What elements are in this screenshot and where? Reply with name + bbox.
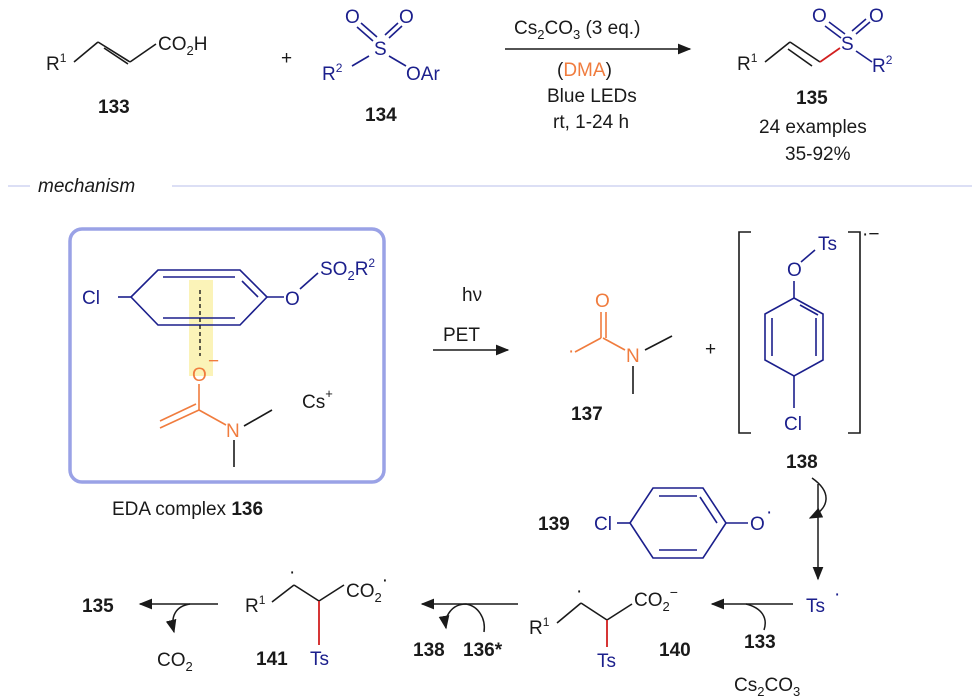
cesium-cation: Cs+ <box>302 386 333 413</box>
compound-label-133: 133 <box>98 97 130 118</box>
r2-label: R2 <box>322 61 343 85</box>
product-label-138: 138 <box>413 640 445 661</box>
plus-sign: + <box>705 339 716 360</box>
reagent-curve <box>745 603 766 631</box>
eda-complex-136: Cl O SO2R2 O − N Cs+ <box>68 227 386 484</box>
product-label-135: 135 <box>82 596 114 617</box>
oxygen-atom: O <box>812 6 827 27</box>
compound-137: · O N 137 <box>568 291 673 425</box>
pet-label: PET <box>443 325 480 346</box>
oxygen-atom: O <box>345 7 360 28</box>
compound-label-138: 138 <box>786 452 818 473</box>
radical-dot: · <box>766 502 772 523</box>
pet-step: hν PET <box>433 285 510 356</box>
right-bracket <box>848 231 861 434</box>
curved-arrow-phenoxyl <box>808 477 827 519</box>
reagent-label-136-excited: 136* <box>463 640 503 661</box>
charge-transfer-highlight <box>189 280 213 376</box>
chlorine-atom: Cl <box>594 514 612 535</box>
negative-charge: − <box>208 351 219 372</box>
compound-133: R1 CO2H 133 <box>46 34 207 118</box>
compound-141: R1 · CO2· Ts 141 <box>245 562 388 670</box>
addition-step: 133 Cs2CO3 <box>710 598 800 699</box>
compound-label-139: 139 <box>538 514 570 535</box>
section-label-mechanism: mechanism <box>38 176 135 197</box>
scope-examples: 24 examples <box>759 117 867 138</box>
base-reagent: Cs2CO3 (3 eq.) <box>514 18 640 42</box>
r1-label: R1 <box>737 51 758 75</box>
r2-label: R2 <box>872 53 893 77</box>
tosyl-label: Ts <box>597 651 616 672</box>
oxygen-atom: O <box>869 6 884 27</box>
sulfur-atom: S <box>374 39 387 60</box>
eda-complex-label: EDA complex 136 <box>112 499 263 520</box>
compound-label-137: 137 <box>571 404 603 425</box>
radical-dot: · <box>289 562 295 583</box>
time-temperature: rt, 1-24 h <box>553 112 629 133</box>
reagent-label-133: 133 <box>744 632 776 653</box>
reaction-conditions: Cs2CO3 (3 eq.) (DMA) Blue LEDs rt, 1-24 … <box>505 18 692 133</box>
sulfur-atom: S <box>841 34 854 55</box>
r1-label: R1 <box>529 615 550 639</box>
chlorine-atom: Cl <box>82 288 100 309</box>
co2-release-arrow <box>165 603 191 634</box>
left-bracket <box>738 231 751 434</box>
oar-label: OAr <box>406 64 440 85</box>
light-label: hν <box>462 285 482 306</box>
light-source: Blue LEDs <box>547 86 637 107</box>
nitrogen-atom: N <box>226 421 240 442</box>
decarboxylation-step: 135 CO2 <box>82 596 218 674</box>
compound-label-135: 135 <box>796 88 828 109</box>
carboxylate-label: CO2− <box>634 584 678 614</box>
co2h-label: CO2H <box>158 34 207 58</box>
compound-label-140: 140 <box>659 640 691 661</box>
compound-label-134: 134 <box>365 105 397 126</box>
electron-transfer-curve <box>438 603 486 633</box>
compound-135: R1 S O O R2 135 24 examples 35-92% <box>737 6 893 165</box>
yield-range: 35-92% <box>785 144 851 165</box>
carbon-dioxide: CO2 <box>157 650 193 674</box>
base-reagent: Cs2CO3 <box>734 675 800 699</box>
radical-dot: · <box>568 341 574 362</box>
oxygen-atom: O <box>787 260 802 281</box>
solvent-label: (DMA) <box>557 60 612 81</box>
oxidation-step: 138 136* <box>413 598 518 661</box>
plus-sign: + <box>281 48 292 69</box>
r1-label: R1 <box>245 593 266 617</box>
complex-box <box>68 227 386 484</box>
tosyl-radical: Ts · <box>806 584 840 617</box>
compound-134: S O O R2 OAr 134 <box>322 7 440 126</box>
oxygen-atom: O <box>285 289 300 310</box>
carbonyl-oxygen: O <box>595 291 610 312</box>
carboxyl-radical-label: CO2· <box>346 570 388 605</box>
tosyl-label: Ts <box>806 596 825 617</box>
compound-140: R1 · CO2− Ts 140 <box>529 581 691 672</box>
chlorine-atom: Cl <box>784 414 802 435</box>
enolate-oxygen: O <box>192 365 207 386</box>
radical-dot: · <box>834 584 840 605</box>
oxygen-atom: O <box>399 7 414 28</box>
compound-139: 139 Cl O · <box>538 487 772 559</box>
compound-label-141: 141 <box>256 649 288 670</box>
radical-anion-charge: ·− <box>862 224 879 245</box>
oxygen-radical: O <box>750 514 765 535</box>
radical-dot: · <box>576 581 582 602</box>
tosyl-label: Ts <box>818 234 837 255</box>
compound-138: ·− O Ts Cl 138 <box>738 224 879 473</box>
so2r2-label: SO2R2 <box>320 256 375 283</box>
tosyl-label: Ts <box>310 649 329 670</box>
nitrogen-atom: N <box>626 346 640 367</box>
r1-label: R1 <box>46 51 67 75</box>
